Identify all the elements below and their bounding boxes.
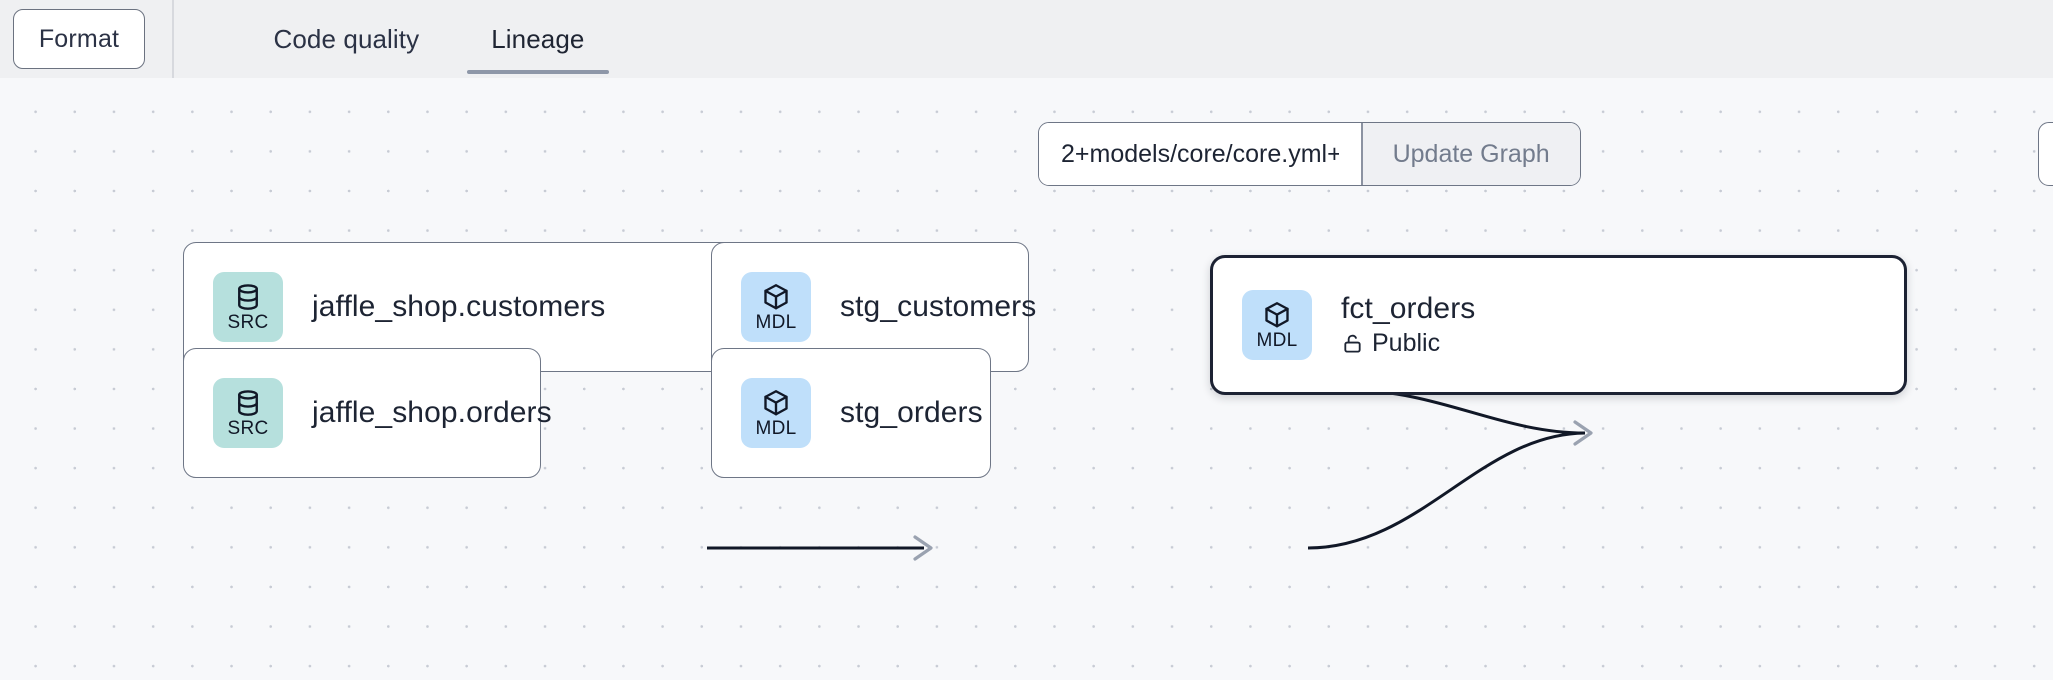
mdl-badge-label: MDL xyxy=(755,418,797,439)
node-text-group: jaffle_shop.customers xyxy=(312,290,605,324)
src-badge: SRC xyxy=(213,272,283,342)
graph-selector-input[interactable] xyxy=(1039,123,1361,185)
top-toolbar: Format Code quality Lineage xyxy=(0,0,2053,78)
mdl-badge-label: MDL xyxy=(755,312,797,333)
offscreen-panel-edge[interactable] xyxy=(2038,122,2053,186)
cube-icon xyxy=(764,390,788,416)
format-button[interactable]: Format xyxy=(13,9,145,69)
node-title: fct_orders xyxy=(1341,292,1476,325)
tab-bar: Code quality Lineage xyxy=(174,0,621,78)
lineage-canvas[interactable]: SRC jaffle_shop.customers MDL stg_custom… xyxy=(0,78,2053,680)
lineage-node-fct-orders[interactable]: MDL fct_orders Public xyxy=(1210,255,1907,395)
node-title: jaffle_shop.customers xyxy=(312,290,606,323)
update-graph-button[interactable]: Update Graph xyxy=(1362,123,1580,185)
mdl-badge: MDL xyxy=(741,378,811,448)
node-text-group: stg_orders xyxy=(840,396,983,430)
unlock-icon xyxy=(1344,334,1361,353)
node-text-group: fct_orders Public xyxy=(1341,292,1475,358)
src-badge-label: SRC xyxy=(227,312,269,333)
query-bar-divider xyxy=(1361,123,1363,185)
database-icon xyxy=(238,390,258,416)
tab-code-quality[interactable]: Code quality xyxy=(273,23,420,54)
cube-icon xyxy=(764,284,788,310)
mdl-badge: MDL xyxy=(741,272,811,342)
database-icon xyxy=(238,284,258,310)
toolbar-divider xyxy=(172,0,174,78)
cube-icon xyxy=(1265,302,1289,328)
graph-selector-bar: Update Graph xyxy=(1038,122,1581,186)
src-badge-label: SRC xyxy=(227,418,269,439)
tab-lineage[interactable]: Lineage xyxy=(455,0,620,78)
lineage-node-jaffle-shop-orders[interactable]: SRC jaffle_shop.orders xyxy=(183,348,552,478)
toolbar-left-group: Format xyxy=(0,0,172,78)
mdl-badge: MDL xyxy=(1242,290,1312,360)
lineage-node-stg-orders[interactable]: MDL stg_orders xyxy=(711,348,991,478)
node-access-label: Public xyxy=(1372,329,1441,357)
src-badge: SRC xyxy=(213,378,283,448)
node-text-group: stg_customers xyxy=(840,290,1036,324)
node-title: jaffle_shop.orders xyxy=(312,396,552,429)
node-access-badge: Public xyxy=(1341,329,1475,358)
node-text-group: jaffle_shop.orders xyxy=(312,396,552,430)
mdl-badge-label: MDL xyxy=(1256,330,1298,351)
node-title: stg_customers xyxy=(840,290,1037,323)
node-title: stg_orders xyxy=(840,396,983,429)
